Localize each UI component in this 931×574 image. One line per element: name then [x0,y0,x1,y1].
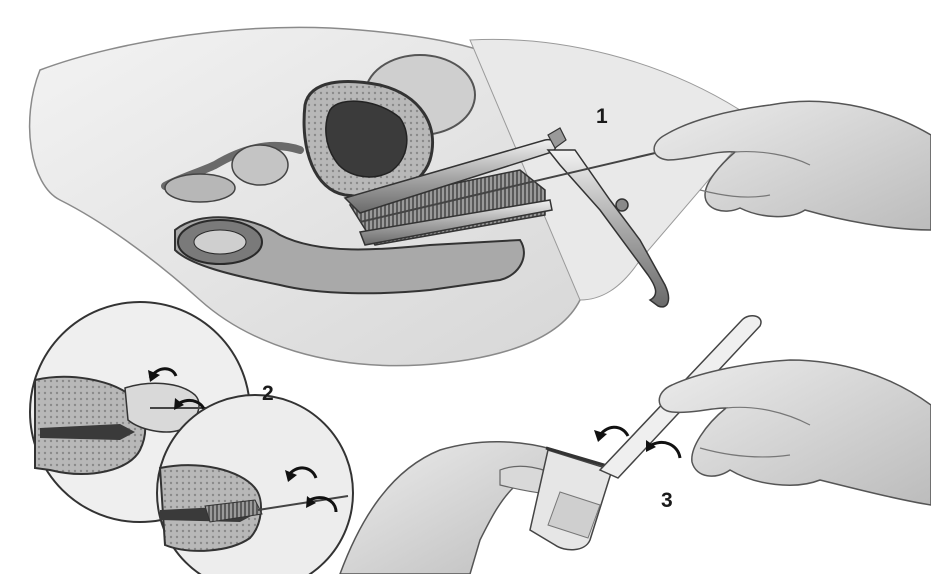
step-label-3: 3 [661,490,673,511]
hand-lower-right [659,360,931,505]
bowel-loop-inner [194,230,246,254]
ovary [165,174,235,202]
step-label-2: 2 [262,383,274,404]
ovary-lobe [232,145,288,185]
speculum-screw [616,199,628,211]
rotation-arrow-f [650,442,680,458]
step-label-1: 1 [596,106,608,127]
